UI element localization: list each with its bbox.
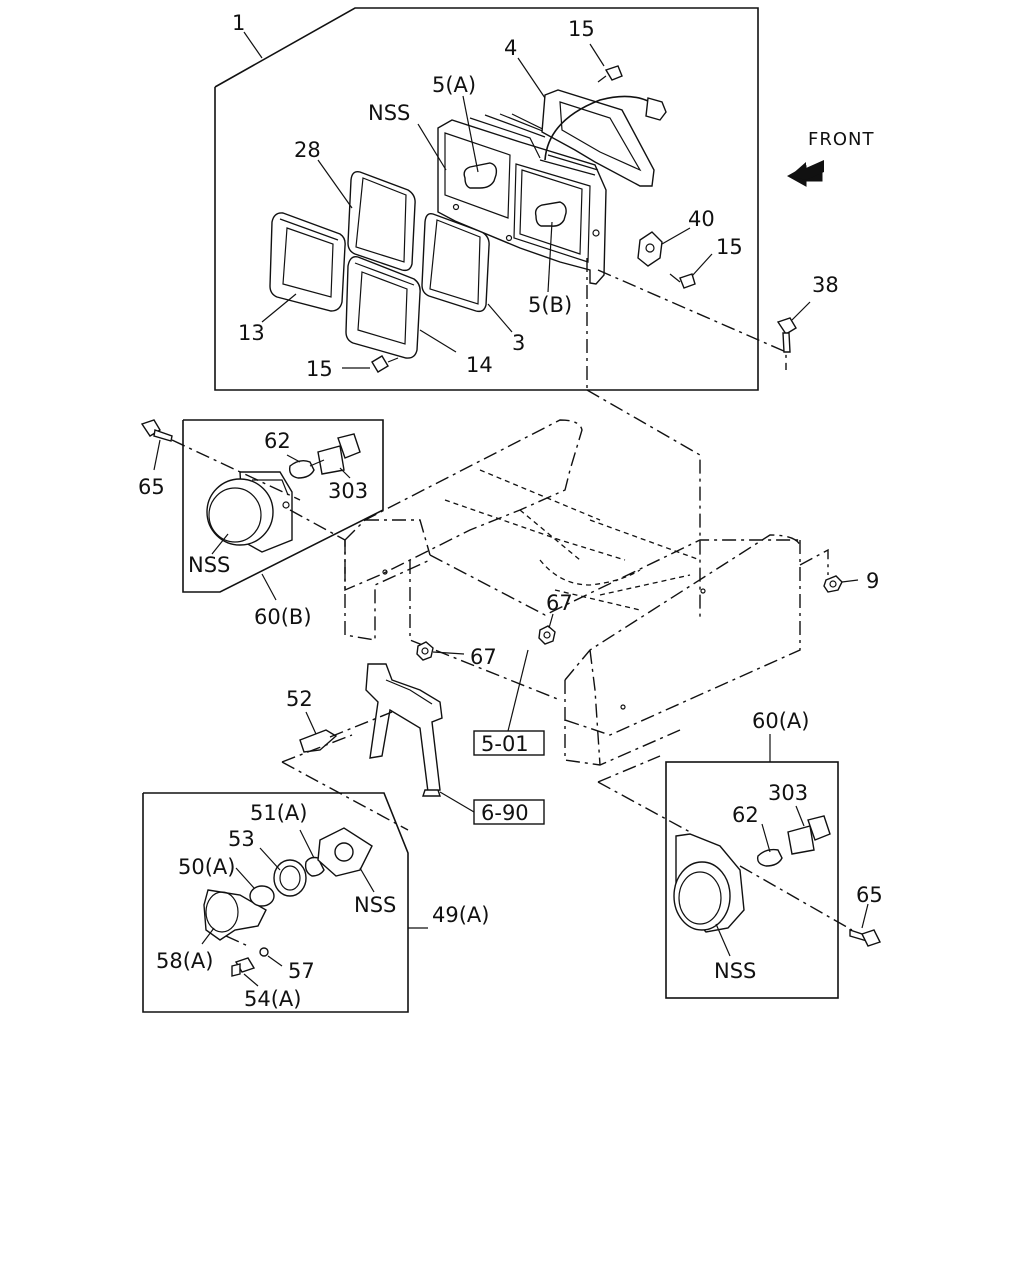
bulb-62-right [756, 848, 783, 867]
headlamp-lens-14 [345, 256, 421, 359]
nut-67-lower [416, 641, 465, 661]
socket-40 [637, 231, 663, 267]
socket-303-right [787, 815, 831, 855]
bulb-5b [534, 201, 567, 227]
label-front: FRONT [808, 129, 875, 150]
callout-15-top: 15 [568, 17, 595, 41]
bulb-62-left [288, 459, 315, 479]
side-lamp-60b [206, 471, 293, 553]
callout-67-lower: 67 [470, 645, 497, 669]
callout-60a: 60(A) [752, 709, 809, 733]
screw-15-top [597, 65, 623, 83]
side-lamp-60a [673, 833, 745, 933]
callout-15-right: 15 [716, 235, 743, 259]
callout-14: 14 [466, 353, 493, 377]
callout-labels: FRONT 1 15 4 5(A) NSS 28 40 15 5(B) 13 3… [138, 11, 883, 1011]
ref-6-90 [439, 791, 545, 825]
callout-28: 28 [294, 138, 321, 162]
callout-13: 13 [238, 321, 265, 345]
callout-65-right: 65 [856, 883, 883, 907]
nut-9 [799, 548, 859, 593]
callout-65-left: 65 [138, 475, 165, 499]
callout-3: 3 [512, 331, 525, 355]
ref-label-6-90: 6-90 [481, 801, 529, 825]
callout-40: 40 [688, 207, 715, 231]
callout-303-left: 303 [328, 479, 368, 503]
callout-58a: 58(A) [156, 949, 213, 973]
side-lamp-60b-frame [182, 419, 384, 593]
ref-label-5-01: 5-01 [481, 732, 529, 756]
callout-nss-top: NSS [368, 101, 410, 125]
screw-15-right [669, 273, 696, 289]
license-bracket [365, 663, 443, 797]
callout-4: 4 [504, 36, 517, 60]
nut-67-upper [538, 613, 556, 645]
callout-nss-left: NSS [188, 553, 230, 577]
callout-52: 52 [286, 687, 313, 711]
callout-67-upper: 67 [546, 591, 573, 615]
callout-303-right: 303 [768, 781, 808, 805]
bracket-4 [541, 89, 667, 187]
side-lamp-60a-frame [665, 734, 839, 999]
callout-60b: 60(B) [254, 605, 312, 629]
gasket-28 [347, 170, 416, 272]
callout-9: 9 [866, 569, 879, 593]
front-arrow-icon [786, 160, 824, 187]
callout-nss-right: NSS [714, 959, 756, 983]
callout-1: 1 [232, 11, 245, 35]
ref-5-01 [473, 649, 545, 756]
screw-65-left [140, 419, 173, 442]
callout-57: 57 [288, 959, 315, 983]
callout-50a: 50(A) [178, 855, 235, 879]
bolt-38 [776, 317, 797, 353]
callout-5b: 5(B) [528, 293, 572, 317]
screw-15-bottom [371, 355, 399, 373]
bulb-5a [463, 162, 498, 189]
callout-nss-bottom: NSS [354, 893, 396, 917]
clip-52 [299, 711, 338, 753]
callout-62-right: 62 [732, 803, 759, 827]
headlamp-housing [437, 113, 607, 285]
leaders-top [243, 31, 811, 369]
callout-53: 53 [228, 827, 255, 851]
bumper-frame [344, 419, 801, 766]
license-lamp-49a [203, 827, 373, 977]
headlamp-assembly-frame [214, 7, 759, 391]
callout-51a: 51(A) [250, 801, 307, 825]
callout-38: 38 [812, 273, 839, 297]
callout-5a: 5(A) [432, 73, 476, 97]
screw-65-right [849, 929, 881, 947]
headlamp-lens-13 [269, 212, 346, 312]
gasket-3 [421, 212, 490, 313]
callout-62-left: 62 [264, 429, 291, 453]
guide-lines-top [586, 258, 787, 620]
license-lamp-49a-frame [142, 792, 409, 1013]
callout-15-bottom: 15 [306, 357, 333, 381]
socket-303-left [317, 433, 361, 475]
callout-49a: 49(A) [432, 903, 489, 927]
callout-54a: 54(A) [244, 987, 301, 1011]
